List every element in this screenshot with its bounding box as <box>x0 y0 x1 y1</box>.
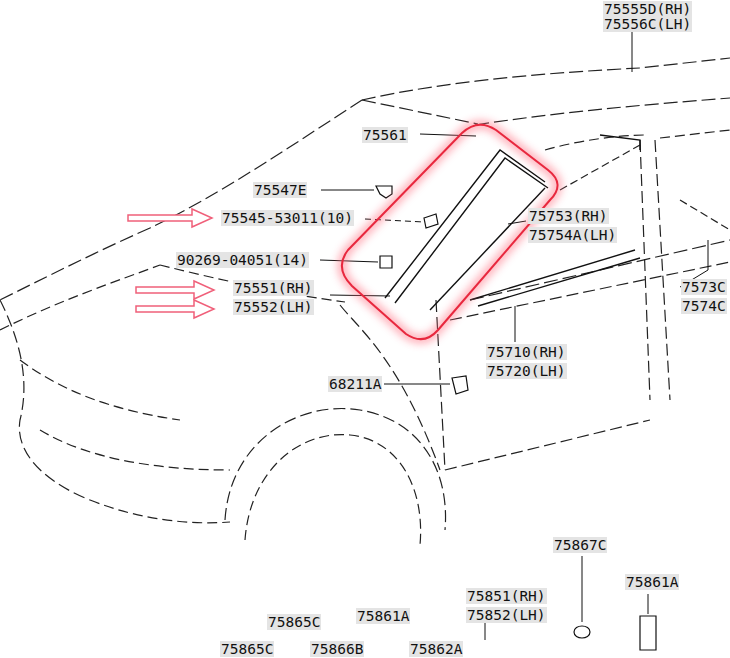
callout-number: 75753(RH) <box>528 208 609 224</box>
callout-number: 75552(LH) <box>233 299 314 315</box>
leader-lines <box>320 30 708 640</box>
callout-number: 75867C <box>553 537 607 553</box>
callout-number: 75862A <box>409 641 463 657</box>
callout-number: 75547E <box>253 182 307 198</box>
callout-number: 75556C(LH) <box>603 16 692 32</box>
highlight-box <box>342 125 558 339</box>
callout-number: 75561 <box>362 127 408 143</box>
callout-number: 75861A <box>356 608 410 624</box>
callout-number: 75545-53011(10) <box>221 210 354 226</box>
callout-number: 75710(RH) <box>486 344 567 360</box>
callout-number: 75866B <box>310 641 364 657</box>
callout-number: 75555D(RH) <box>603 1 692 17</box>
callout-number: 7573C <box>681 279 727 295</box>
car-outline <box>0 58 730 545</box>
callout-number: 75754A(LH) <box>528 227 617 243</box>
callout-number: 75852(LH) <box>466 607 547 623</box>
callout-number: 75865C <box>220 641 274 657</box>
callout-number: 75551(RH) <box>233 280 314 296</box>
callout-number: 68211A <box>328 376 382 392</box>
callout-number: 90269-04051(14) <box>176 252 309 268</box>
callout-number: 75720(LH) <box>486 363 567 379</box>
callout-number: 75851(RH) <box>466 588 547 604</box>
pillar-moulding <box>385 135 640 310</box>
callout-number: 7574C <box>681 298 727 314</box>
clip-parts <box>376 186 656 650</box>
callout-number: 75861A <box>625 574 679 590</box>
callout-number: 75865C <box>267 614 321 630</box>
